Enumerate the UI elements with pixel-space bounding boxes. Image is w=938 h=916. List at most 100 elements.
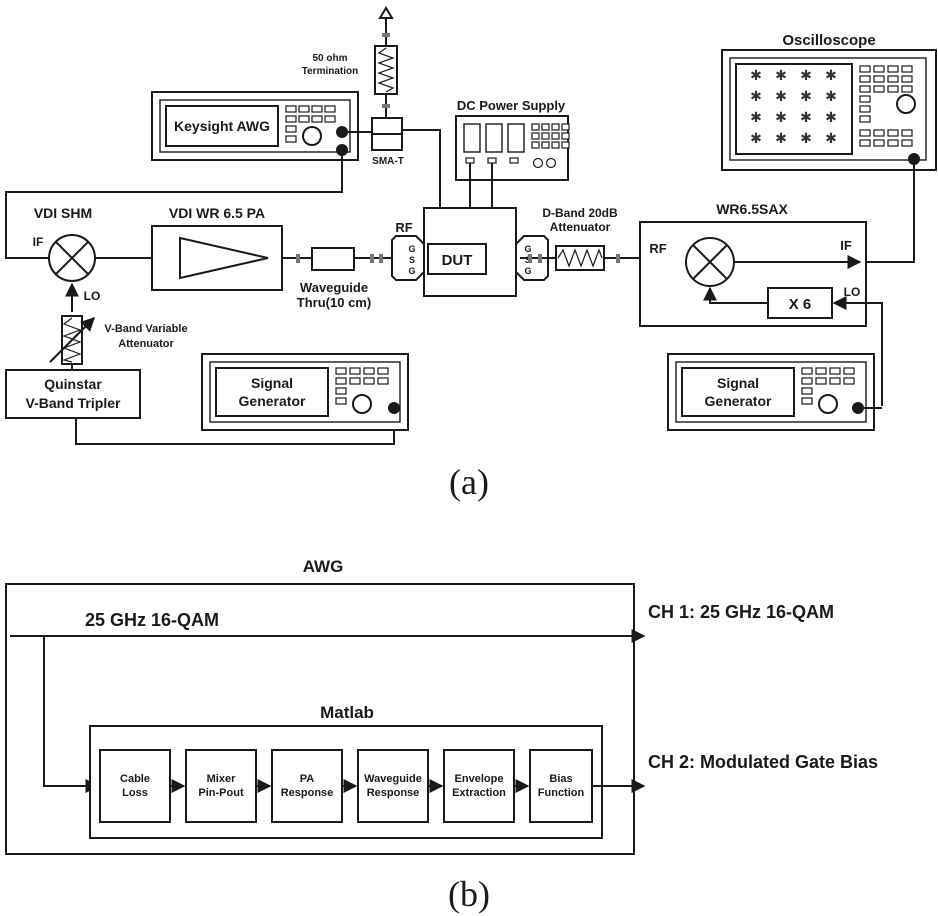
siggen-left-key xyxy=(377,377,389,385)
dc-key xyxy=(561,141,570,149)
keysight-awg-label: Keysight AWG xyxy=(174,118,270,134)
waveguide-label-1: Waveguide xyxy=(300,280,368,295)
figure-b: AWG 25 GHz 16-QAM CH 1: 25 GHz 16-QAM Ma… xyxy=(5,557,878,914)
dc-key xyxy=(551,141,560,149)
tripler-label-2: V-Band Tripler xyxy=(26,395,121,411)
dc-key xyxy=(541,132,550,140)
dc-knob-1 xyxy=(532,157,544,169)
waveguide-box xyxy=(311,247,355,271)
block-waveguide-line1: Waveguide xyxy=(364,773,422,785)
ground-symbol xyxy=(378,6,394,19)
scope-key xyxy=(859,75,871,83)
awg-key xyxy=(324,115,336,123)
awg-key xyxy=(285,115,297,123)
figure-a: Keysight AWG 50 ohm Termination SMA-T D xyxy=(5,6,937,502)
if-left-label: IF xyxy=(33,235,44,249)
x6-label: X 6 xyxy=(789,296,812,313)
siggen-right-keypad xyxy=(801,367,855,405)
lo-right-label: LO xyxy=(844,285,861,299)
scope-key xyxy=(859,105,871,113)
lo-left-label: LO xyxy=(84,289,101,303)
block-cable-loss-box xyxy=(99,749,171,823)
attenuator-label-2: Attenuator xyxy=(550,220,611,234)
block-mixer-pin-pout: Mixer Pin-Pout xyxy=(185,749,257,823)
block-mixer-box xyxy=(185,749,257,823)
dc-power-supply-label: DC Power Supply xyxy=(457,98,566,113)
siggen-right-label-1: Signal xyxy=(717,375,759,391)
scope-key xyxy=(901,85,913,93)
dut-box xyxy=(427,243,487,275)
quinstar-tripler: Quinstar V-Band Tripler xyxy=(5,369,395,445)
block-waveguide-response: Waveguide Response xyxy=(357,749,429,823)
waveguide-connector-2 xyxy=(379,254,383,263)
scope-input-port xyxy=(908,153,920,165)
siggen-left-key xyxy=(377,367,389,375)
block-envelope-extraction: Envelope Extraction xyxy=(443,749,515,823)
siggen-right-key xyxy=(801,367,813,375)
scope-key xyxy=(859,115,871,123)
block-cable-loss-line1: Cable xyxy=(120,773,150,785)
scope-screen-dot: ✱ xyxy=(800,131,812,147)
right-gsg-g2: G xyxy=(524,266,531,276)
dc-power-supply: DC Power Supply xyxy=(455,98,570,244)
siggen-left-screen xyxy=(215,367,329,417)
rf-left-label: RF xyxy=(395,220,412,235)
rf-right-label: RF xyxy=(649,241,666,256)
block-pa-line1: PA xyxy=(300,773,315,785)
siggen-right-key xyxy=(815,367,827,375)
dc-key xyxy=(541,123,550,131)
right-gsg-g1: G xyxy=(524,244,531,254)
siggen-right-knob xyxy=(818,394,838,414)
sma-t-label: SMA-T xyxy=(372,156,404,167)
dc-display-1 xyxy=(463,123,481,153)
siggen-left-key xyxy=(335,397,347,405)
dc-key xyxy=(561,123,570,131)
scope-screen-dot: ✱ xyxy=(775,131,787,147)
scope-screen-dot: ✱ xyxy=(800,68,812,84)
awg-port-2 xyxy=(336,144,348,156)
siggen-left-key xyxy=(349,367,361,375)
vdi-shm-mixer: VDI SHM LO xyxy=(34,205,152,312)
siggen-right-key xyxy=(801,397,813,405)
block-cable-loss-line2: Loss xyxy=(122,787,148,799)
waveguide-connector-1 xyxy=(370,254,374,263)
siggen-left-key xyxy=(335,387,347,395)
block-pa-box xyxy=(271,749,343,823)
scope-screen-dot: ✱ xyxy=(825,68,837,84)
siggen-left-label-1: Signal xyxy=(251,375,293,391)
siggen-left-key xyxy=(335,377,347,385)
siggen-left-key xyxy=(335,367,347,375)
attenuator-connector-2 xyxy=(538,254,542,263)
scope-screen-dot: ✱ xyxy=(775,110,787,126)
dc-key xyxy=(531,141,540,149)
signal-generator-left: Signal Generator xyxy=(201,353,409,431)
block-bias-function: Bias Function xyxy=(529,749,593,823)
scope-to-downconverter-wire xyxy=(866,165,915,263)
block-pa-response: PA Response xyxy=(271,749,343,823)
siggen-right-key xyxy=(815,377,827,385)
block-cable-loss: Cable Loss xyxy=(99,749,171,823)
scope-key xyxy=(859,65,871,73)
awg-if-wire xyxy=(5,156,343,259)
block-waveguide-line2: Response xyxy=(367,787,420,799)
dc-display-2 xyxy=(485,123,503,153)
scope-key xyxy=(887,139,899,147)
scope-key xyxy=(859,139,871,147)
vband-variable-arrow xyxy=(49,317,95,363)
scope-key xyxy=(859,85,871,93)
pa-out-connector xyxy=(296,254,300,263)
dc-key xyxy=(541,141,550,149)
scope-key xyxy=(887,85,899,93)
termination-assembly: 50 ohm Termination SMA-T xyxy=(302,6,441,244)
caption-b: (b) xyxy=(448,874,490,914)
siggen-left-keypad xyxy=(335,367,389,405)
scope-screen-dot: ✱ xyxy=(750,110,762,126)
dut-label: DUT xyxy=(442,252,473,269)
awg-knob xyxy=(302,126,322,146)
siggen-to-x6-arrow xyxy=(832,296,883,406)
dc-key xyxy=(531,123,540,131)
dc-button-3 xyxy=(509,157,519,164)
matlab-title: Matlab xyxy=(320,703,374,722)
left-probe xyxy=(391,235,425,281)
termination-zigzag xyxy=(377,47,395,93)
